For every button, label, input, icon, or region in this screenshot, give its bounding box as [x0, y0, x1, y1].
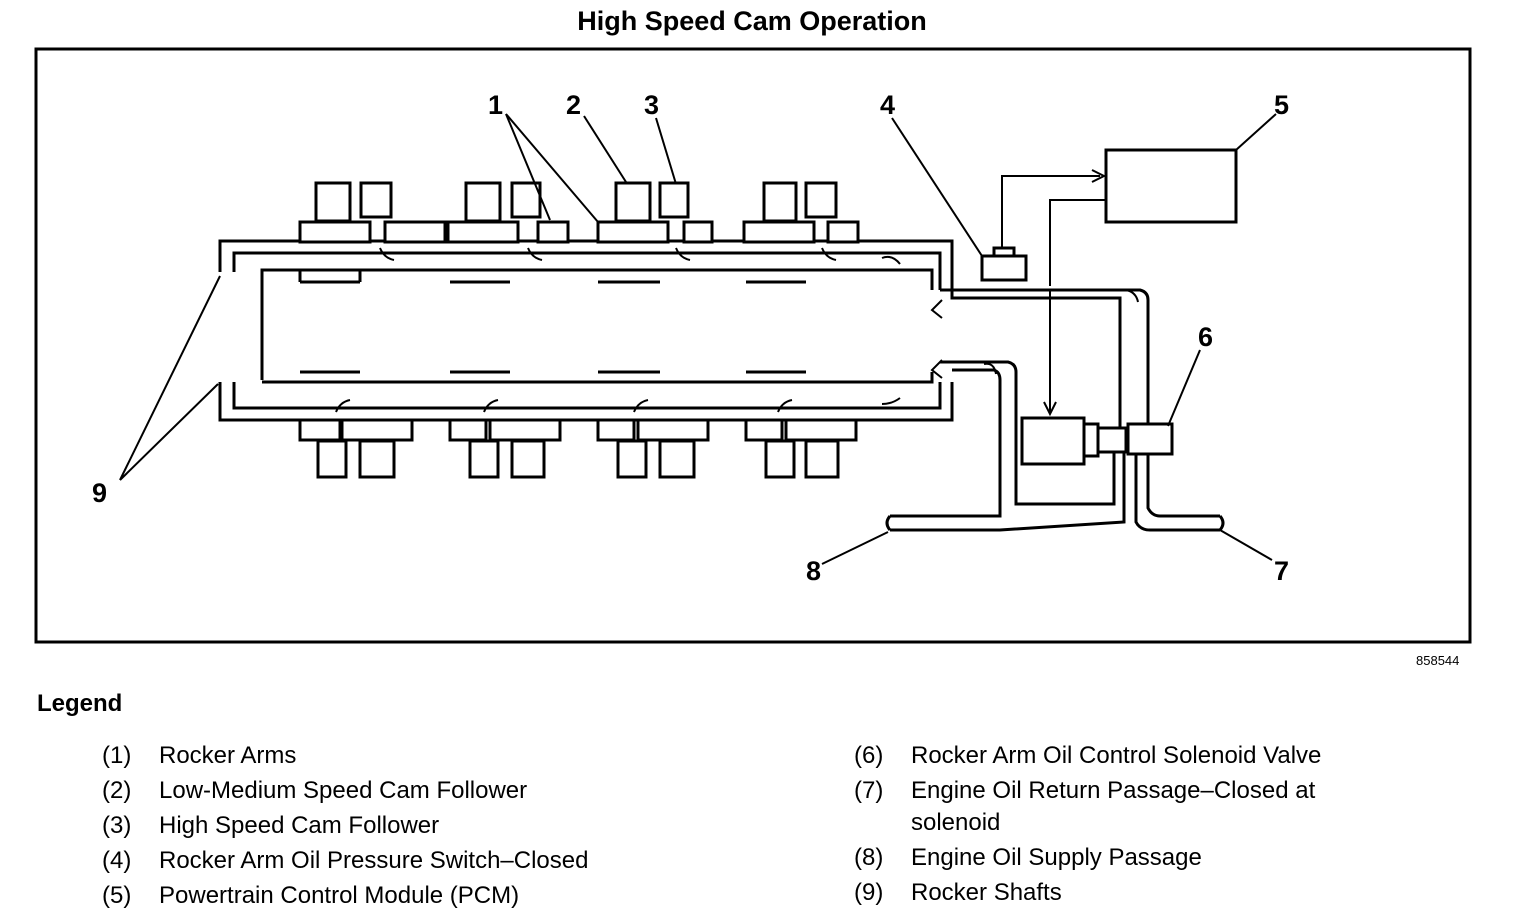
rocker-arm	[682, 220, 714, 244]
legend-text: Rocker Arm Oil Control Solenoid Valve	[911, 742, 1322, 769]
callout-8: 8	[806, 556, 821, 586]
legend-number: (2)	[102, 777, 132, 804]
rocker-arm	[784, 418, 858, 442]
legend-text: Rocker Arm Oil Pressure Switch–Closed	[159, 847, 589, 874]
callout-3: 3	[644, 90, 659, 120]
oil-flow-arrows	[335, 247, 901, 413]
diagram-title: High Speed Cam Operation	[577, 6, 927, 36]
callout-2: 2	[566, 90, 581, 120]
legend-number: (1)	[102, 742, 132, 769]
cam-follower	[658, 439, 696, 479]
upper-rocker-shaft-outer	[218, 239, 954, 282]
rocker-arm	[744, 418, 784, 442]
legend-text: High Speed Cam Follower	[159, 812, 440, 839]
legend-item: (9) Rocker Shafts	[854, 877, 1494, 909]
diagram-frame	[34, 47, 1472, 644]
legend-item: (6) Rocker Arm Oil Control Solenoid Valv…	[854, 740, 1494, 772]
cam-follower	[614, 181, 652, 223]
oil-pressure-switch	[980, 246, 1028, 282]
rocker-arm	[340, 418, 414, 442]
oil-control-diagram: 1 2 3 4 5 6 7 8 9	[34, 47, 1472, 644]
legend-item: (3) High Speed Cam Follower	[102, 810, 742, 842]
callout-4: 4	[880, 90, 895, 120]
legend-text: Rocker Arms	[159, 742, 297, 769]
rocker-arm	[536, 220, 570, 244]
callout-7: 7	[1274, 556, 1289, 586]
cam-follower	[316, 439, 348, 479]
rocker-arm	[383, 220, 447, 244]
callout-leaders	[119, 113, 1277, 565]
callout-6: 6	[1198, 322, 1213, 352]
legend-heading: Legend	[37, 690, 123, 717]
legend-right-column: (6) Rocker Arm Oil Control Solenoid Valv…	[854, 740, 1494, 912]
cam-follower	[314, 181, 352, 223]
lower-rocker-shaft-outer	[218, 382, 954, 422]
legend-number: (7)	[854, 777, 884, 804]
oil-control-solenoid-valve	[1020, 416, 1174, 466]
oil-passages	[885, 282, 1225, 532]
legend-text: Rocker Shafts	[911, 879, 1062, 906]
rocker-arm	[298, 220, 372, 244]
rocker-arm	[636, 418, 710, 442]
legend-number: (6)	[854, 742, 884, 769]
rocker-shafts	[218, 239, 954, 422]
cam-follower	[762, 181, 798, 223]
legend-number: (5)	[102, 882, 132, 909]
legend-number: (8)	[854, 844, 884, 871]
rocker-arm	[596, 418, 636, 442]
cam-follower	[359, 181, 393, 219]
rocker-arm	[826, 220, 860, 244]
legend-text: Engine Oil Return Passage–Closed at sole…	[911, 777, 1316, 836]
upper-rocker-arms	[298, 181, 860, 244]
rocker-arm	[596, 220, 670, 244]
shaft-entry-arrows	[930, 289, 1139, 379]
cam-follower	[358, 439, 396, 479]
legend-item: (8) Engine Oil Supply Passage	[854, 842, 1494, 874]
figure-code: 858544	[1416, 653, 1460, 668]
legend-text: Engine Oil Supply Passage	[911, 844, 1202, 871]
legend-item: (5) Powertrain Control Module (PCM)	[102, 880, 742, 912]
callout-5: 5	[1274, 90, 1289, 120]
cam-follower	[804, 439, 840, 479]
cam-follower	[510, 439, 546, 479]
callout-9: 9	[92, 478, 107, 508]
legend-item: (2) Low-Medium Speed Cam Follower	[102, 775, 742, 807]
legend-item: (1) Rocker Arms	[102, 740, 742, 772]
lower-rocker-arms	[298, 418, 858, 479]
legend-item: (7) Engine Oil Return Passage–Closed at …	[854, 775, 1414, 839]
pcm-box	[1104, 148, 1238, 224]
legend-number: (9)	[854, 879, 884, 906]
legend-text: Powertrain Control Module (PCM)	[159, 882, 520, 909]
pcm-wiring	[1001, 169, 1107, 417]
cam-follower	[616, 439, 648, 479]
legend-left-column: (1) Rocker Arms (2) Low-Medium Speed Cam…	[102, 740, 742, 915]
callout-numbers: 1 2 3 4 5 6 7 8 9	[92, 90, 1289, 586]
upper-rocker-shaft-inner	[260, 268, 934, 380]
callout-1: 1	[488, 90, 503, 120]
rocker-arm	[448, 418, 488, 442]
legend-text: Low-Medium Speed Cam Follower	[159, 777, 528, 804]
legend-item: (4) Rocker Arm Oil Pressure Switch–Close…	[102, 845, 742, 877]
lower-rocker-shaft-inner	[262, 372, 934, 384]
rocker-arm	[488, 418, 562, 442]
cam-follower	[510, 181, 542, 219]
legend-number: (3)	[102, 812, 132, 839]
rocker-arm	[742, 220, 816, 244]
rocker-arm	[298, 418, 342, 442]
cam-follower	[658, 181, 690, 219]
upper-rocker-shaft-wall	[232, 251, 942, 290]
cam-follower	[468, 439, 500, 479]
cam-follower	[804, 181, 838, 219]
lower-rocker-shaft-wall	[232, 382, 942, 410]
rocker-arm	[446, 220, 520, 244]
legend-number: (4)	[102, 847, 132, 874]
upper-shaft-pads	[298, 270, 806, 284]
cam-follower	[464, 181, 502, 223]
cam-follower	[764, 439, 796, 479]
